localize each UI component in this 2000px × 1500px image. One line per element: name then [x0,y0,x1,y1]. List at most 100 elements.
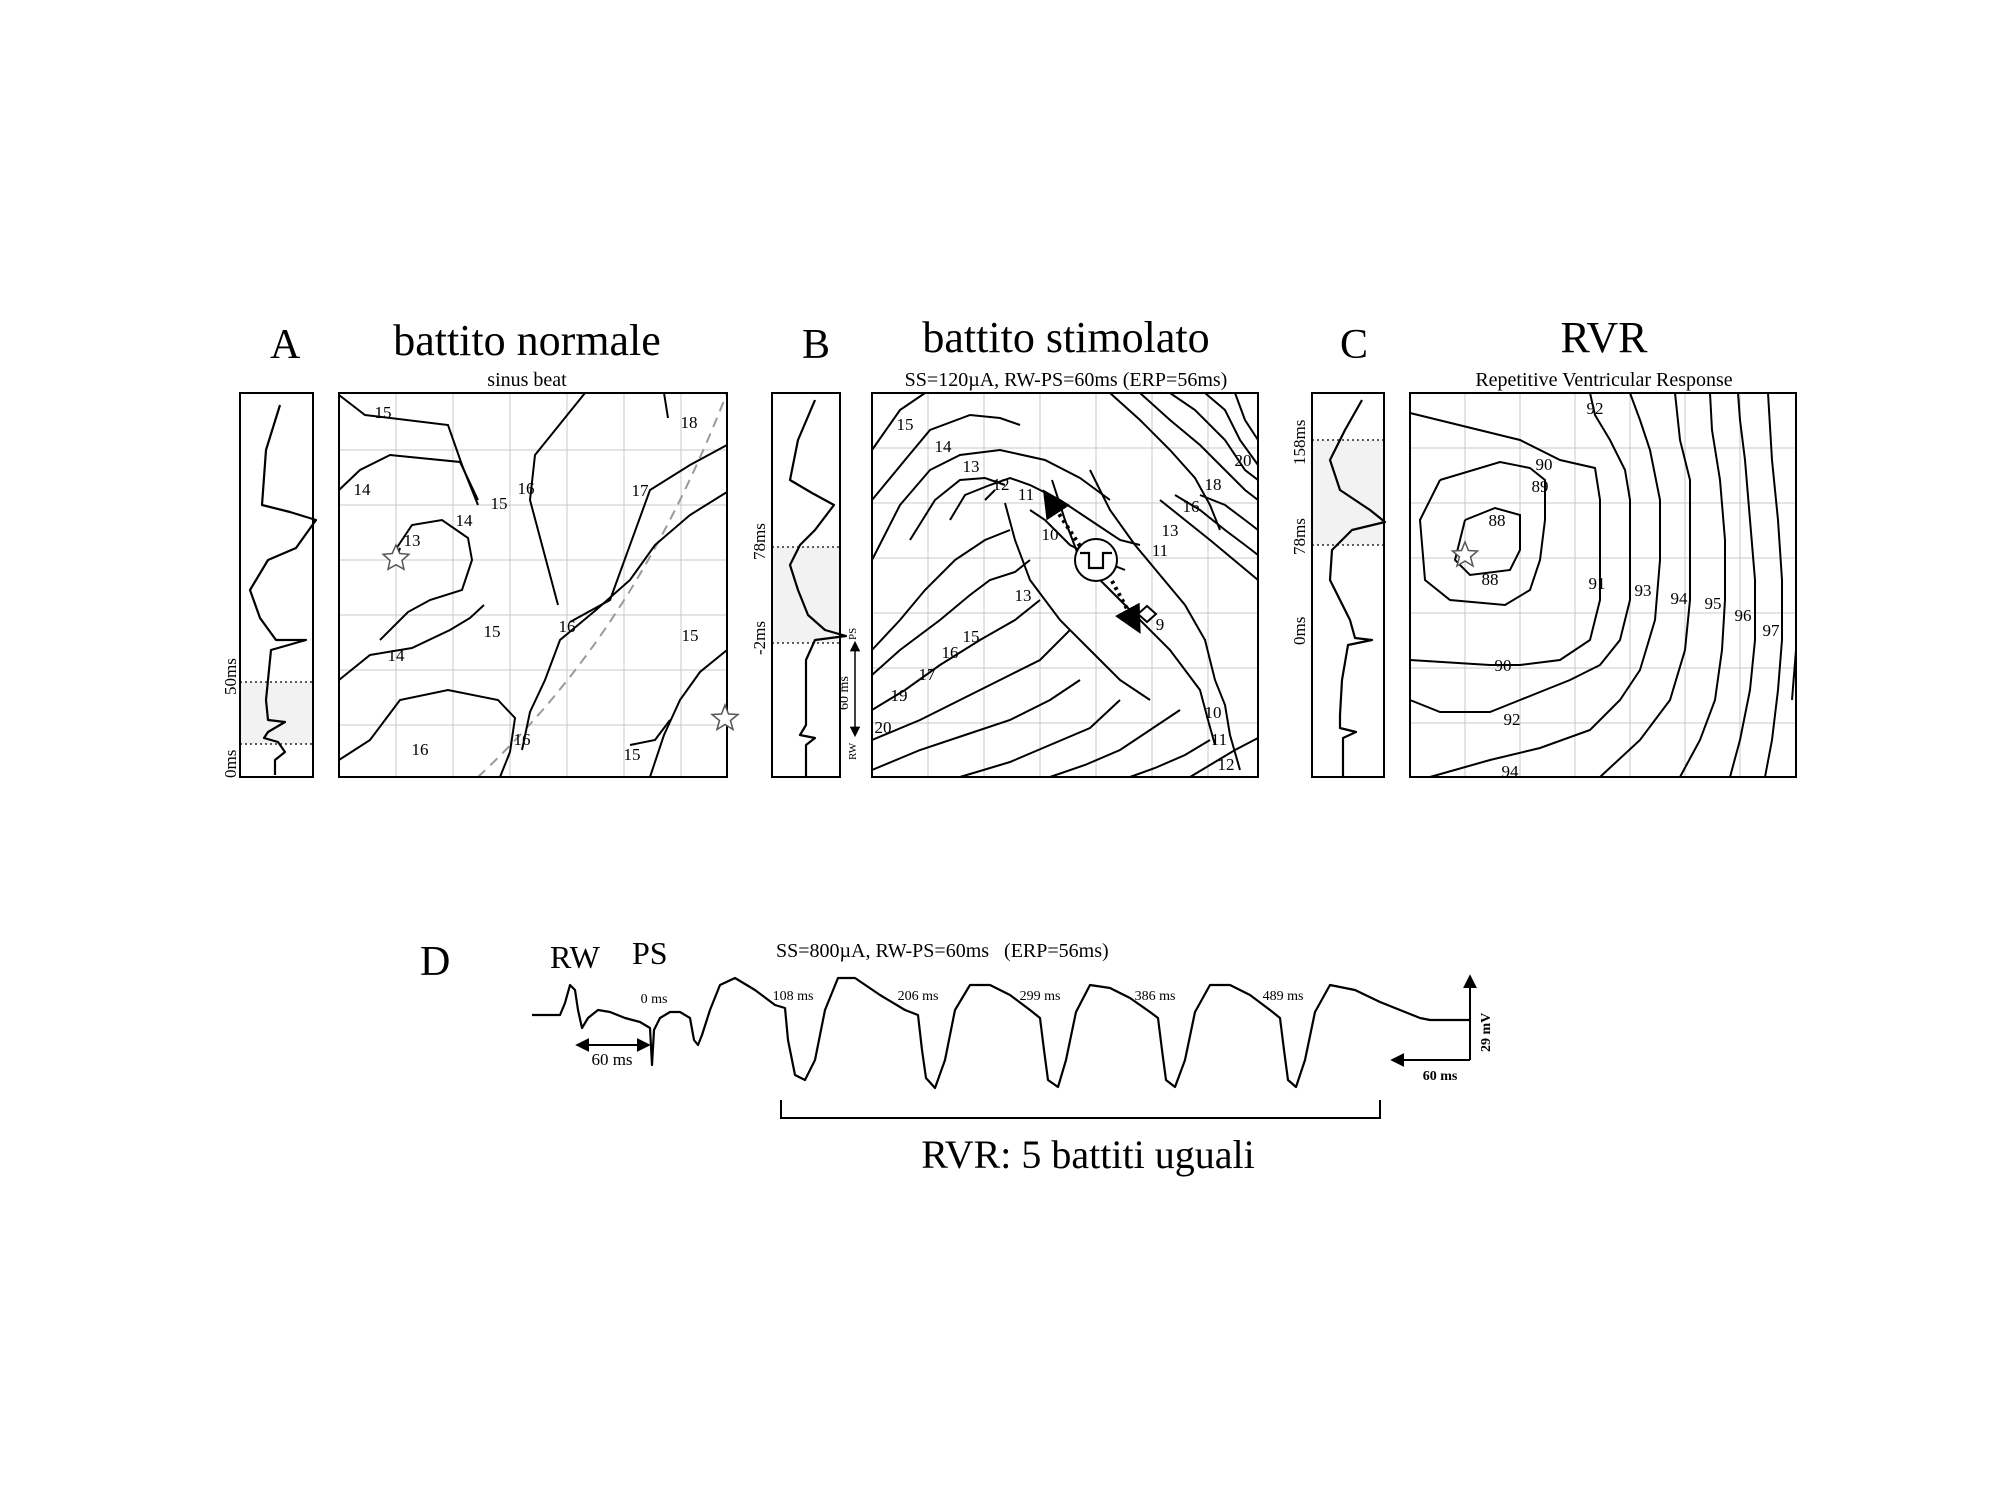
star-icon [1450,540,1480,568]
contour-label: 12 [1218,755,1235,774]
contour-label: 11 [1152,541,1168,560]
panel-b-subtitle: SS=120µA, RW-PS=60ms (ERP=56ms) [905,369,1228,391]
contour-label: 16 [514,730,531,749]
contour-label: 14 [935,437,953,456]
panel-a-title: battito normale [393,316,661,365]
contour-label: 88 [1482,570,1499,589]
contour-label: 18 [681,413,698,432]
beat-time-labels: 0 ms 108 ms 206 ms 299 ms 386 ms 489 ms [641,989,1304,1007]
panel-b-trace-label-0: -2ms [750,621,769,655]
contour-label: 14 [354,480,372,499]
panel-b-contour-labels: 15 14 13 12 11 10 20 18 16 13 11 9 13 15… [875,415,1252,774]
panel-a: A battito normale sinus beat 0ms 50ms [221,316,741,778]
contour-label: 14 [456,511,474,530]
scale-bar: 29 mV 60 ms [1390,974,1494,1084]
contour-label: 15 [375,403,392,422]
rvr-bracket [780,1100,1381,1119]
panel-c-letter: C [1340,322,1368,368]
contour-label: 97 [1763,621,1781,640]
contour-label: 16 [559,617,576,636]
contour-label: 94 [1671,589,1689,608]
panel-d: D RW PS SS=800µA, RW-PS=60ms (ERP=56ms) … [420,935,1494,1177]
panel-c-trace-label-1: 78ms [1290,518,1309,555]
contour-label: 90 [1536,455,1553,474]
contour-label: 16 [942,643,959,662]
diamond-marker-icon [1136,604,1158,624]
panel-b-title: battito stimolato [922,313,1209,362]
beat-time-label: 299 ms [1020,989,1061,1004]
panel-b: B battito stimolato SS=120µA, RW-PS=60ms… [750,313,1259,778]
panel-c-subtitle: Repetitive Ventricular Response [1475,369,1732,391]
contour-label: 96 [1735,606,1752,625]
contour-label: 92 [1587,399,1604,418]
ps-label: PS [632,935,668,971]
panel-b-trace-label-4: RW [847,742,859,760]
rvr-caption: RVR: 5 battiti uguali [921,1132,1254,1177]
contour-label: 16 [1183,497,1200,516]
contour-label: 15 [897,415,914,434]
contour-label: 12 [993,475,1010,494]
star-icon [709,702,741,732]
panel-c-contour-labels: 92 90 89 88 88 91 93 94 95 96 97 90 92 9… [1482,399,1781,781]
contour-label: 89 [1532,477,1549,496]
stim-arrow-down [1110,580,1141,634]
panel-b-trace-label-2: 60 ms [837,676,852,710]
contour-label: 15 [624,745,641,764]
contour-label: 13 [963,457,980,476]
panel-c-trace: 0ms 78ms 158ms [1290,392,1387,778]
contour-label: 94 [1502,762,1520,781]
contour-label: 13 [1162,521,1179,540]
panel-b-letter: B [802,322,830,368]
panel-b-trace: -2ms 78ms 60 ms PS RW [750,392,861,778]
contour-label: 20 [1235,451,1252,470]
contour-label: 10 [1205,703,1222,722]
panel-a-trace-label-1: 50ms [221,658,240,695]
star-icon [381,543,411,571]
panel-a-map: 15 18 14 15 17 13 14 16 15 16 14 15 16 1… [338,392,741,778]
contour-label: 92 [1504,710,1521,729]
panel-c-trace-label-2: 158ms [1290,420,1309,465]
panel-b-map: 15 14 13 12 11 10 20 18 16 13 11 9 13 15… [871,392,1259,778]
contour-label: 17 [632,481,650,500]
panel-c-title: RVR [1561,313,1649,362]
contour-label: 88 [1489,511,1506,530]
contour-label: 15 [963,627,980,646]
contour-label: 15 [491,494,508,513]
contour-label: 11 [1018,485,1034,504]
panel-b-trace-label-3: PS [847,628,859,640]
contour-label: 17 [919,665,937,684]
interval-label: 60 ms [591,1050,632,1069]
beat-time-label: 489 ms [1263,989,1304,1004]
panel-a-subtitle: sinus beat [487,369,567,391]
panel-c-trace-label-0: 0ms [1290,617,1309,645]
contour-label: 15 [484,622,501,641]
contour-label: 13 [1015,586,1032,605]
beat-time-label: 386 ms [1135,989,1176,1004]
beat-time-label: 0 ms [641,992,668,1007]
contour-label: 16 [412,740,429,759]
contour-label: 15 [682,626,699,645]
beat-time-label: 206 ms [898,989,939,1004]
contour-label: 95 [1705,594,1722,613]
panel-a-trace: 0ms 50ms [221,392,318,778]
contour-label: 90 [1495,656,1512,675]
panel-a-letter: A [270,322,301,368]
contour-label: 19 [891,686,908,705]
panel-a-contour-labels: 15 18 14 15 17 13 14 16 15 16 14 15 16 1… [354,403,699,764]
panel-b-highlight [772,547,840,643]
rw-label: RW [550,939,601,975]
rvr-trace [532,976,1470,1090]
panel-a-trace-label-0: 0ms [221,750,240,778]
beat-time-label: 108 ms [773,989,814,1004]
contour-label: 16 [518,479,535,498]
contour-label: 10 [1042,525,1059,544]
contour-label: 13 [404,531,421,550]
scale-voltage: 29 mV [1479,1013,1494,1052]
panel-a-highlight [240,682,313,744]
contour-label: 14 [388,646,406,665]
panel-c: C RVR Repetitive Ventricular Response 0m… [1290,313,1797,781]
scale-time: 60 ms [1423,1069,1458,1084]
stim-arrow-up [1042,489,1082,548]
panel-c-map: 92 90 89 88 88 91 93 94 95 96 97 90 92 9… [1409,392,1797,781]
